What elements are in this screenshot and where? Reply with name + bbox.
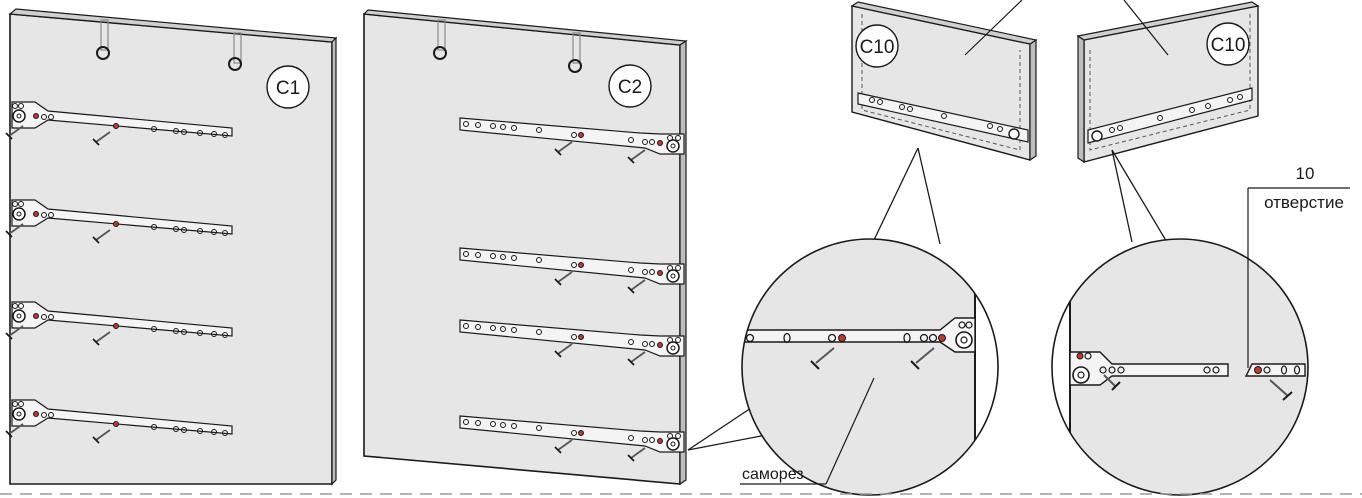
- screw-icon: [910, 347, 935, 370]
- drawer-rail: [459, 415, 685, 462]
- drawer-rail: [459, 117, 685, 164]
- screw-icon: [92, 229, 111, 244]
- zoom-detail-left: саморез: [687, 147, 999, 496]
- drawer-rail: [5, 199, 233, 244]
- hole-word-label: отверстие: [1264, 193, 1344, 212]
- screw-icon: [627, 149, 646, 164]
- screw-icon: [1103, 374, 1121, 391]
- drawer-rail: [5, 399, 233, 444]
- screw-icon: [627, 279, 646, 294]
- screw-icon: [554, 343, 573, 358]
- drawer-side-left: C10: [850, 0, 1038, 162]
- screw-icon: [627, 351, 646, 366]
- screw-icon: [5, 125, 24, 140]
- panel-label-c2: C2: [618, 77, 642, 98]
- screw-icon: [92, 131, 111, 146]
- panel-label-badge: [266, 65, 310, 109]
- screw-icon: [92, 331, 111, 346]
- drawer-label-badge: [855, 24, 899, 68]
- drawer-rail: [1087, 87, 1253, 144]
- drawer-rail: [5, 301, 233, 346]
- panel-c1: C1: [5, 8, 338, 486]
- hanger-hook: [568, 32, 582, 73]
- screw-icon: [554, 141, 573, 156]
- drawer-rail: [5, 101, 233, 146]
- drawer-rail: [857, 92, 1029, 143]
- screw-icon: [1269, 379, 1293, 401]
- drawer-rail: [459, 247, 685, 294]
- drawer-label-c10-right: C10: [1211, 35, 1246, 56]
- panel-c2: C2: [362, 9, 688, 486]
- drawer-label-c10-left: C10: [860, 37, 895, 58]
- screw-icon: [810, 347, 835, 370]
- panel-label-c1: C1: [276, 78, 300, 99]
- screw-icon: [627, 447, 646, 462]
- hole-count-label: 10: [1296, 164, 1315, 183]
- hanger-hook: [433, 19, 447, 60]
- drawer-side-right: C10: [1076, 0, 1260, 164]
- drawer-rail: [459, 319, 685, 366]
- screw-icon: [5, 223, 24, 238]
- screw-icon: [92, 429, 111, 444]
- zoom-detail-right: 10 отверстие: [1051, 149, 1350, 496]
- hanger-hook: [228, 32, 242, 71]
- screw-icon: [5, 325, 24, 340]
- screw-callout-label: саморез: [742, 466, 804, 483]
- hanger-hook: [96, 19, 110, 60]
- panel-label-badge: [608, 64, 652, 108]
- screw-icon: [554, 439, 573, 454]
- drawer-label-badge: [1206, 22, 1250, 66]
- screw-icon: [5, 423, 24, 438]
- screw-icon: [554, 271, 573, 286]
